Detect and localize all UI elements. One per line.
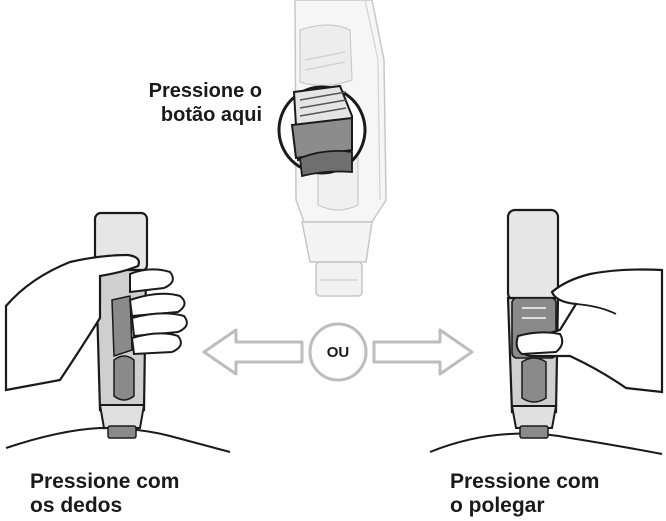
- fingers-caption: Pressione com os dedos: [30, 470, 230, 518]
- fingers-caption-line1: Pressione com: [30, 470, 180, 493]
- thumb-caption: Pressione com o polegar: [450, 470, 650, 518]
- fingers-caption-line2: os dedos: [30, 494, 123, 517]
- or-label: OU: [327, 344, 350, 361]
- press-button-label: Pressione o botão aqui: [132, 79, 262, 127]
- button-closeup-circle: [277, 84, 367, 178]
- left-pen-illustration: [4, 211, 231, 453]
- thumb-caption-line2: o polegar: [450, 494, 545, 517]
- right-pen-illustration: [429, 208, 664, 455]
- thumb-caption-line1: Pressione com: [450, 470, 600, 493]
- or-double-arrow: OU: [202, 322, 474, 382]
- press-button-label-line1: Pressione o: [148, 80, 262, 102]
- press-button-label-line2: botão aqui: [160, 104, 262, 126]
